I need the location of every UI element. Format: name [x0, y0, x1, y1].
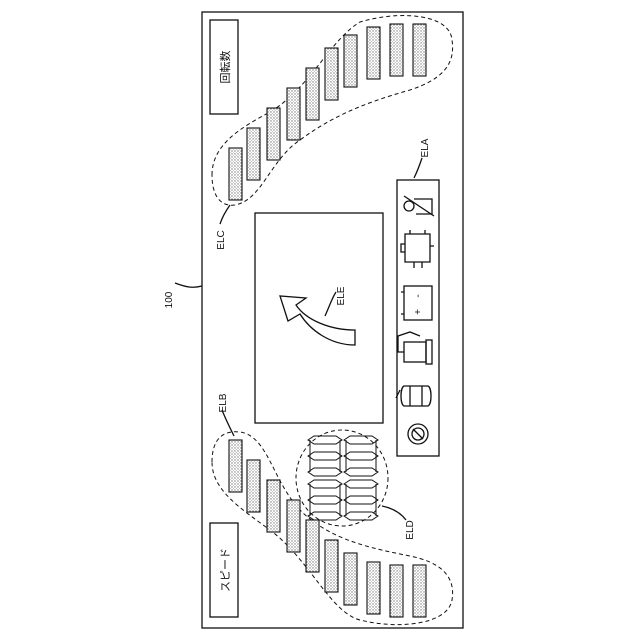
rpm-bar — [267, 108, 280, 160]
svg-text:+: + — [413, 309, 424, 315]
car-door-icon — [396, 386, 431, 406]
speed-bar — [367, 562, 380, 614]
speed-bar — [267, 480, 280, 532]
rpm-bar — [287, 88, 300, 140]
leader-elb — [222, 410, 234, 436]
seatbelt-warning-icon — [404, 196, 434, 216]
speed-bar — [344, 553, 357, 605]
leader-ele — [325, 292, 336, 316]
label-ela: ELA — [420, 138, 431, 157]
seven-segment-display — [308, 436, 378, 520]
svg-text:-: - — [413, 294, 424, 297]
label-ele: ELE — [336, 286, 347, 305]
speed-bar — [247, 460, 260, 512]
engine-icon — [401, 230, 434, 268]
rpm-bar — [413, 24, 426, 76]
seven-segment-digit — [344, 480, 378, 520]
speed-bar — [306, 520, 319, 572]
leader-100 — [175, 283, 202, 287]
rpm-bar — [325, 48, 338, 100]
label-elc: ELC — [216, 230, 227, 249]
rpm-bar — [367, 27, 380, 79]
rpm-label: 回転数 — [219, 51, 232, 84]
rpm-bar — [390, 24, 403, 76]
leader-ela — [414, 158, 422, 178]
rpm-bar-group — [229, 24, 426, 200]
navigation-window — [255, 213, 383, 423]
speed-bar — [287, 500, 300, 552]
label-100: 100 — [164, 291, 175, 308]
speed-bar-group — [229, 440, 426, 617]
rpm-bar — [247, 128, 260, 180]
seven-segment-digit — [308, 436, 342, 476]
rpm-bar — [344, 35, 357, 87]
speed-bar — [325, 540, 338, 592]
label-elb: ELB — [218, 393, 229, 412]
speed-bar — [229, 440, 242, 492]
brake-warning-icon — [408, 424, 428, 444]
leader-elc — [220, 205, 230, 224]
rpm-bar — [229, 148, 242, 200]
leader-eld — [382, 506, 406, 520]
rpm-bar — [306, 68, 319, 120]
label-eld: ELD — [405, 520, 416, 539]
fuel-pump-icon — [398, 332, 432, 364]
seven-segment-digit — [308, 480, 342, 520]
battery-icon: + - — [401, 286, 432, 320]
speed-bar — [413, 565, 426, 617]
speed-label: スピード — [219, 548, 232, 592]
speed-bar — [390, 565, 403, 617]
indicator-panel — [397, 180, 439, 456]
